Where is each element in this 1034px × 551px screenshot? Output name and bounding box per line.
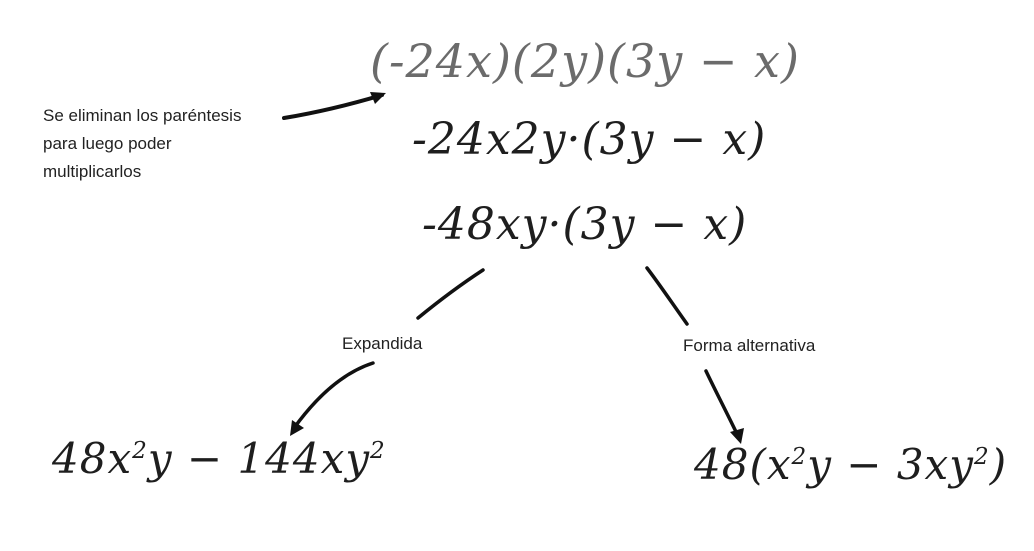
annotation-text: Se eliminan los paréntesis para luego po… bbox=[43, 102, 241, 186]
step-2-expression: -48xy·(3y − x) bbox=[422, 199, 748, 250]
alternative-result-part-3: ) bbox=[989, 440, 1008, 489]
expanded-label: Expandida bbox=[342, 334, 423, 353]
expanded-result-part-1: 48x bbox=[52, 434, 133, 483]
alternative-result-part-1: 48(x bbox=[694, 440, 792, 489]
alternative-result-part-2: y − 3xy bbox=[807, 440, 974, 489]
alternative-label: Forma alternativa bbox=[683, 336, 816, 355]
branch-line-left bbox=[416, 268, 485, 320]
annotation-line-3: multiplicarlos bbox=[43, 162, 142, 181]
expanded-result-exp-1: 2 bbox=[132, 438, 148, 464]
step-1-expression: -24x2y·(3y − x) bbox=[412, 114, 767, 165]
expanded-arrow bbox=[292, 361, 375, 430]
expanded-result: 48x2y − 144xy2 bbox=[52, 434, 386, 483]
original-expression: (-24x)(2y)(3y − x) bbox=[370, 34, 800, 88]
annotation-arrow bbox=[282, 93, 384, 120]
alternative-result: 48(x2y − 3xy2) bbox=[694, 440, 1007, 489]
branch-line-right bbox=[645, 266, 689, 326]
expanded-result-exp-2: 2 bbox=[370, 438, 386, 464]
annotation-arrowhead bbox=[370, 92, 386, 104]
annotation-line-1: Se eliminan los paréntesis bbox=[43, 106, 242, 125]
expanded-result-part-2: y − 144xy bbox=[147, 434, 371, 483]
expanded-arrowhead bbox=[290, 420, 304, 436]
alternative-result-exp-1: 2 bbox=[791, 444, 808, 470]
annotation-line-2: para luego poder bbox=[43, 134, 172, 153]
alternative-arrow bbox=[704, 369, 740, 438]
alternative-arrowhead bbox=[730, 428, 744, 444]
alternative-result-exp-2: 2 bbox=[973, 444, 990, 470]
